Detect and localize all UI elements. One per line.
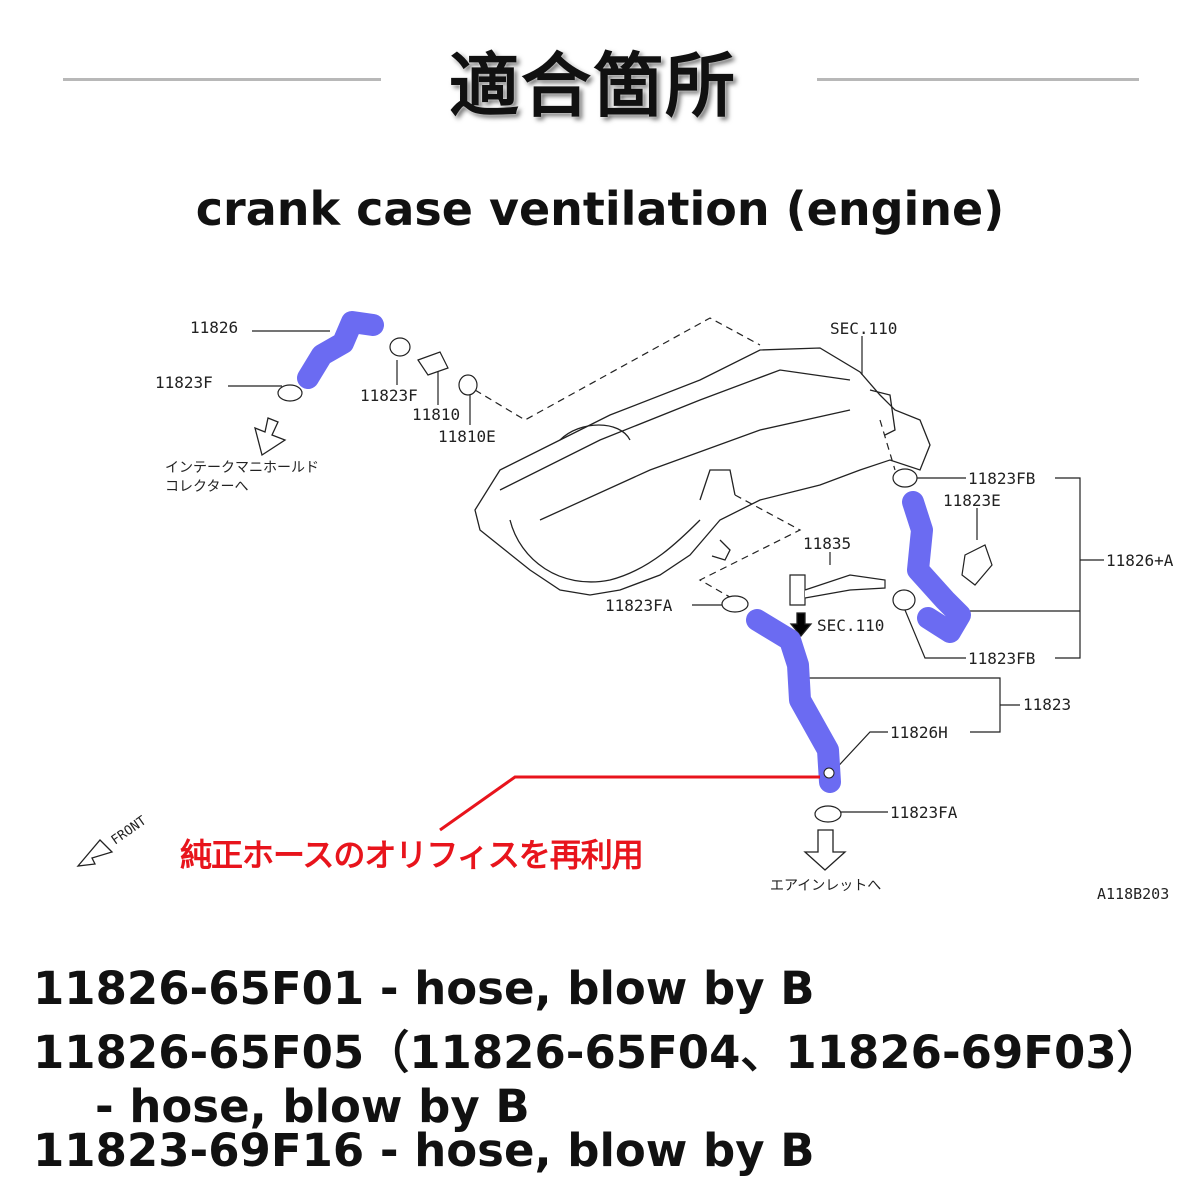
note-callout-line: [439, 775, 820, 832]
hose-11826: [297, 311, 384, 389]
title-rule-right: [817, 78, 1139, 81]
dashed-leaders: [474, 317, 896, 601]
label-11810: 11810: [412, 405, 460, 424]
arrow-icons: [76, 417, 847, 871]
part-line: 11823-69F16 - hose, blow by B: [33, 1124, 815, 1177]
highlighted-hoses: [297, 311, 971, 793]
page-subtitle: crank case ventilation (engine): [195, 182, 1005, 236]
parts-diagram: 11826 11823F 11823F 11810 11810E SEC.110…: [76, 311, 1174, 903]
orifice-reuse-note: 純正ホースのオリフィスを再利用: [180, 836, 644, 874]
label-11826-a: 11826+A: [1106, 551, 1174, 570]
label-11823fb: 11823FB: [968, 469, 1035, 488]
clamps: [277, 337, 993, 823]
label-11835: 11835: [803, 534, 851, 553]
intake-arrow-icon: [254, 417, 287, 457]
label-reference-code: A118B203: [1097, 885, 1169, 903]
label-11810e: 11810E: [438, 427, 496, 446]
label-collector: コレクターへ: [165, 479, 248, 495]
label-air-inlet: エアインレットへ: [770, 878, 881, 894]
label-11823e: 11823E: [943, 491, 1001, 510]
page-title: 適合箇所: [449, 45, 737, 127]
label-11823fa: 11823FA: [605, 596, 673, 615]
sec110-down-arrow-icon: [789, 612, 813, 638]
part-line: - hose, blow by B: [50, 1080, 530, 1133]
hose-11823: [746, 609, 841, 793]
air-inlet-arrow-icon: [803, 829, 847, 871]
label-11826: 11826: [190, 318, 238, 337]
label-11823: 11823: [1023, 695, 1071, 714]
label-sec110: SEC.110: [830, 319, 897, 338]
hose-11826-a: [902, 491, 971, 643]
label-sec110: SEC.110: [817, 616, 884, 635]
label-11823fa: 11823FA: [890, 803, 958, 822]
title-rule-left: [63, 78, 381, 81]
engine-cover-outline: [474, 347, 931, 596]
front-arrow-icon: [76, 839, 114, 867]
label-11823f: 11823F: [155, 373, 213, 392]
label-front: FRONT: [109, 813, 150, 848]
label-intake-manifold: インテークマニホールド: [165, 460, 319, 476]
orifice-icon: [823, 767, 835, 779]
label-11823fb: 11823FB: [968, 649, 1035, 668]
part-line: 11826-65F01 - hose, blow by B: [33, 962, 815, 1015]
label-11823f: 11823F: [360, 386, 418, 405]
label-11826h: 11826H: [890, 723, 948, 742]
part-line: 11826-65F05（11826-65F04、11826-69F03）: [33, 1026, 1162, 1079]
